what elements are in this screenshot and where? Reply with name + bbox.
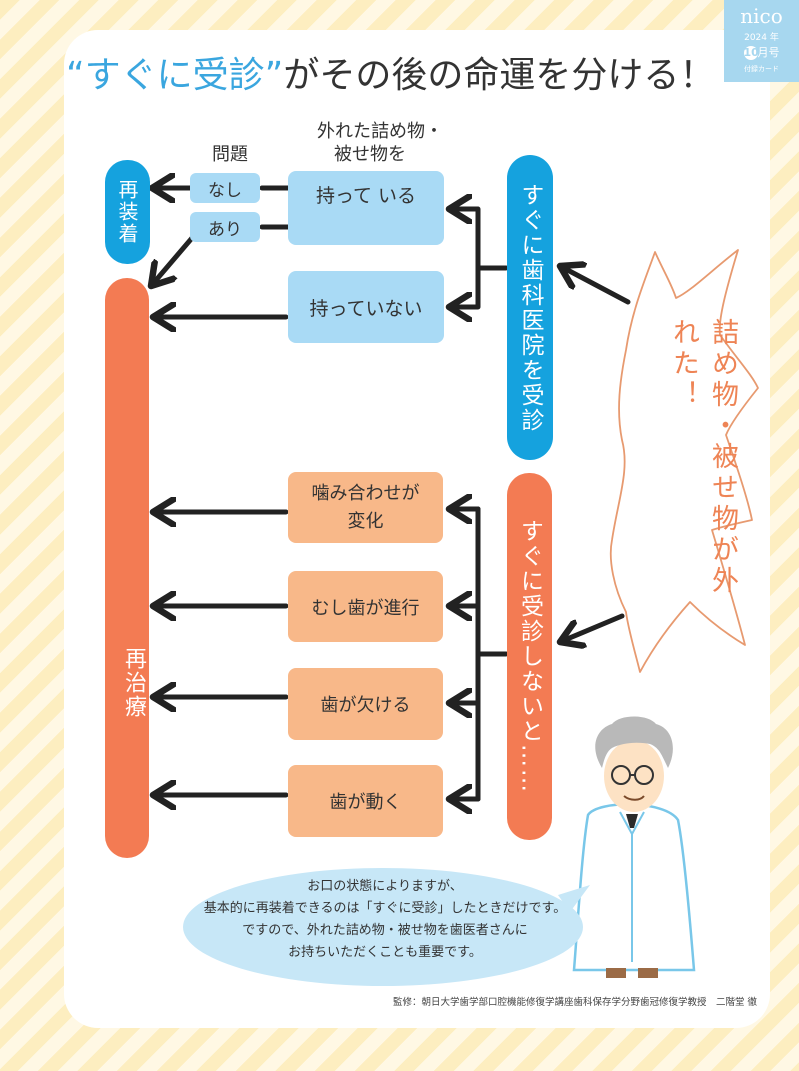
problem-header: 問題	[212, 144, 248, 165]
decay-label: むし歯が進行	[311, 597, 420, 619]
have-label: 持って いる	[315, 185, 417, 207]
burst-shape	[609, 249, 759, 673]
title-rest: がその後の命運を分ける！	[283, 55, 716, 96]
nashi-box: なし	[190, 173, 260, 203]
arrow-burst-to-novisit	[560, 613, 625, 642]
bite-change-box: 噛み合わせが変化	[288, 472, 443, 543]
not-have-box: 持っていない	[288, 271, 444, 343]
doctor-illustration	[572, 716, 696, 978]
visit-now-label: すぐに歯科医院を受診	[517, 182, 543, 433]
nico-badge: nico 2024 年 10月号 付録カード	[724, 0, 799, 82]
item-header-line1: 外れた詰め物・	[317, 121, 443, 142]
speech-line-1: お口の状態によりますが、	[307, 879, 463, 894]
nashi-label: なし	[208, 180, 242, 201]
title-accent: “すぐに受診”	[66, 55, 284, 96]
retreat-pill: 再治療	[105, 278, 149, 858]
badge-month: 10月号	[724, 44, 799, 60]
chip-box: 歯が欠ける	[288, 668, 443, 740]
arrow-visit-branch-2	[449, 265, 481, 307]
retreat-label: 再治療	[121, 647, 146, 719]
item-header-line2: 被せ物を	[334, 144, 406, 165]
badge-card-label: 付録カード	[744, 65, 779, 73]
badge-month-suffix: 月号	[757, 46, 780, 59]
nico-logo: nico	[740, 4, 783, 28]
reattach-pill: 再装着	[105, 160, 150, 264]
no-visit-pill: すぐに受診しないと……	[507, 473, 552, 840]
arrow-burst-to-visit	[560, 266, 631, 305]
badge-month-number: 10	[743, 46, 759, 60]
speech-line-3: ですので、外れた詰め物・被せ物を歯医者さんに	[242, 923, 528, 938]
visit-now-pill: すぐに歯科医院を受診	[507, 155, 553, 460]
ari-label: あり	[208, 219, 242, 240]
speech-line-2: 基本的に再装着できるのは「すぐに受診」したときだけです。	[203, 901, 567, 916]
reattach-label: 再装着	[115, 179, 139, 245]
no-visit-label: すぐに受診しないと……	[516, 519, 543, 794]
chip-label: 歯が欠ける	[320, 695, 411, 716]
have-box: 持って いる	[288, 171, 444, 245]
ari-box: あり	[190, 212, 260, 242]
speech-bubble	[183, 868, 583, 986]
badge-year: 2024 年	[744, 33, 779, 43]
page-title: “すぐに受診”がその後の命運を分ける！	[66, 46, 766, 98]
burst-label: 詰め物・被せ物が外れた！	[668, 318, 738, 597]
not-have-label: 持っていない	[309, 297, 423, 320]
decay-box: むし歯が進行	[288, 571, 443, 642]
arrow-ari-to-retreat	[151, 235, 195, 286]
speech-text: お口の状態によりますが、 基本的に再装着できるのは「すぐに受診」したときだけです…	[175, 876, 595, 964]
bite-change-label-1: 噛み合わせが	[311, 482, 420, 504]
move-label: 歯が動く	[329, 792, 402, 813]
supervisor-credit: 監修：朝日大学歯学部口腔機能修復学講座歯科保存学分野歯冠修復学教授 二階堂 徹	[392, 997, 757, 1008]
arrow-visit-branch-1	[449, 209, 509, 271]
bite-change-label-2: 変化	[347, 510, 384, 532]
move-box: 歯が動く	[288, 765, 443, 837]
speech-line-4: お持ちいただくことも重要です。	[288, 945, 482, 960]
